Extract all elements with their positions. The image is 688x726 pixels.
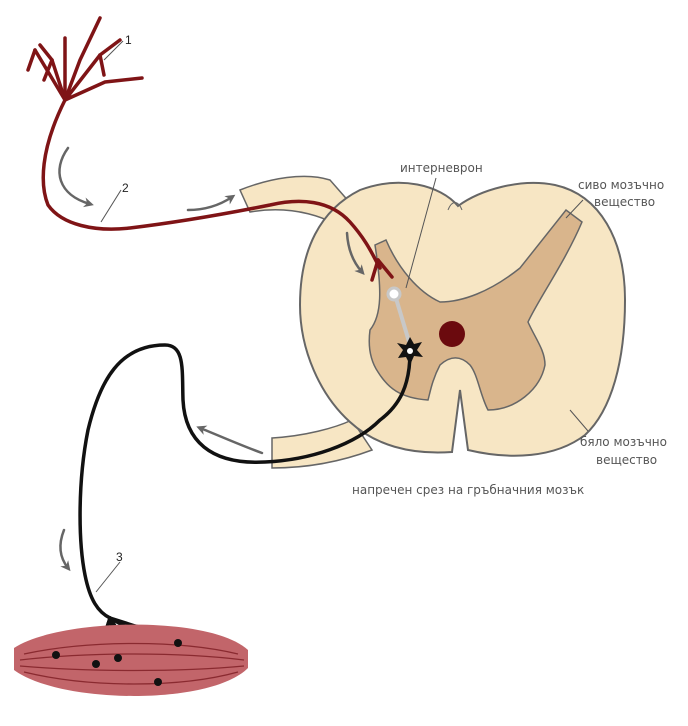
dorsal-median-sulcus [447,202,463,211]
central-canal [439,321,465,347]
marker-1-label: 1 [125,33,132,47]
arrow-toward-muscle [59,528,71,572]
white-matter-label-line2: вещество [596,453,657,467]
arrow-dendrite-to-axon [58,146,94,208]
marker-2-label: 2 [122,181,129,195]
cross-section-caption: напречен срез на гръбначния мозък [352,483,584,497]
direction-arrows [58,146,365,572]
arrow-toward-cord [186,194,236,212]
motor-neuron-cell-body [397,337,423,365]
sensory-neuron [26,16,394,282]
muscle [14,624,248,696]
arrow-out-of-cord [196,425,264,455]
white-matter-label-line1: бяло мозъчно [580,435,667,449]
leader-lines [95,40,589,593]
spinal-cord-gray-matter [368,208,583,411]
interneuron [386,286,412,347]
gray-matter-label-line2: вещество [594,195,655,209]
marker-3-label: 3 [116,550,123,564]
arrow-into-gray-matter [345,231,365,275]
ventral-root-ribbon [271,419,374,469]
interneuron-label: интерневрон [400,161,483,175]
gray-matter-label-line1: сиво мозъчно [578,178,664,192]
